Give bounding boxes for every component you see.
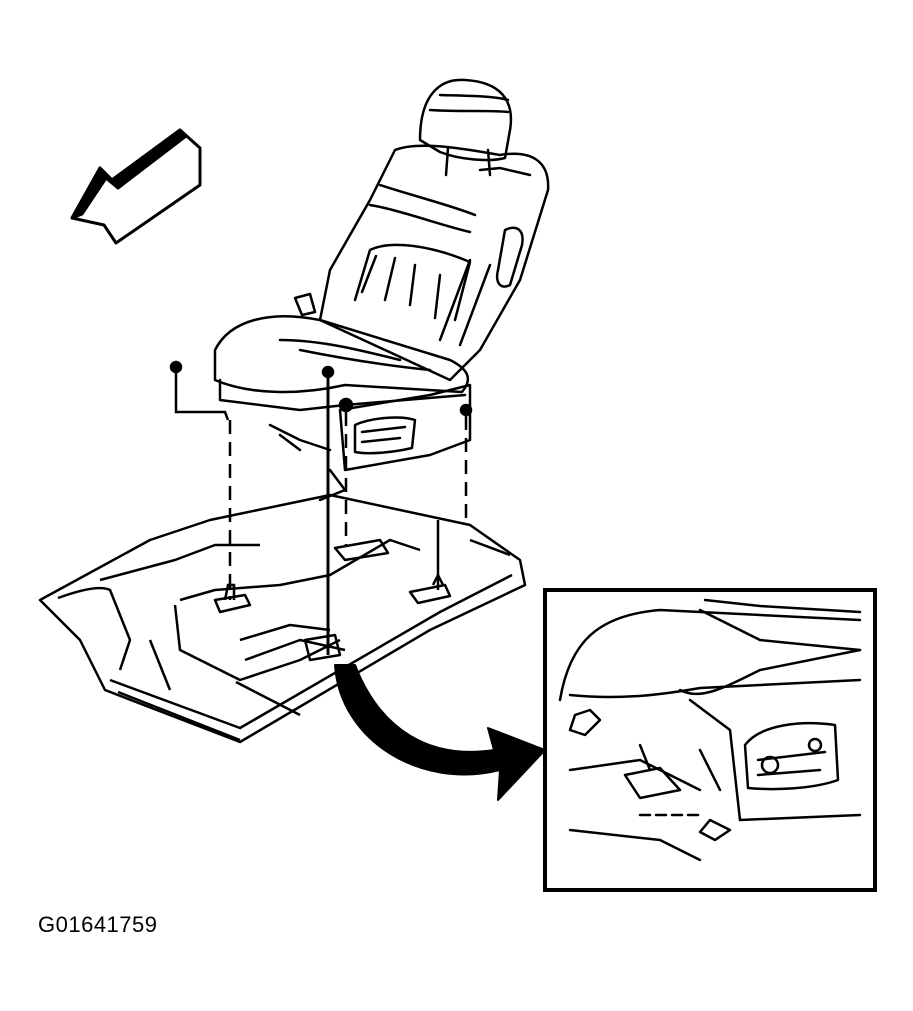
power-seat-switch [353, 416, 417, 455]
detail-inset [543, 588, 877, 892]
backrest [318, 144, 550, 382]
bolt-icon [338, 397, 354, 545]
floor-pan [38, 493, 527, 744]
direction-arrow-icon [70, 128, 202, 245]
seat-cushion [213, 315, 470, 394]
mounting-bolts [169, 360, 473, 655]
bolt-icon [169, 360, 232, 600]
headrest [418, 78, 513, 162]
figure-id-label: G01641759 [38, 912, 158, 937]
bolt-icon [321, 365, 335, 655]
callout-arrow-icon [334, 664, 546, 801]
seat-assembly [213, 78, 550, 502]
bolt-icon [436, 403, 473, 590]
